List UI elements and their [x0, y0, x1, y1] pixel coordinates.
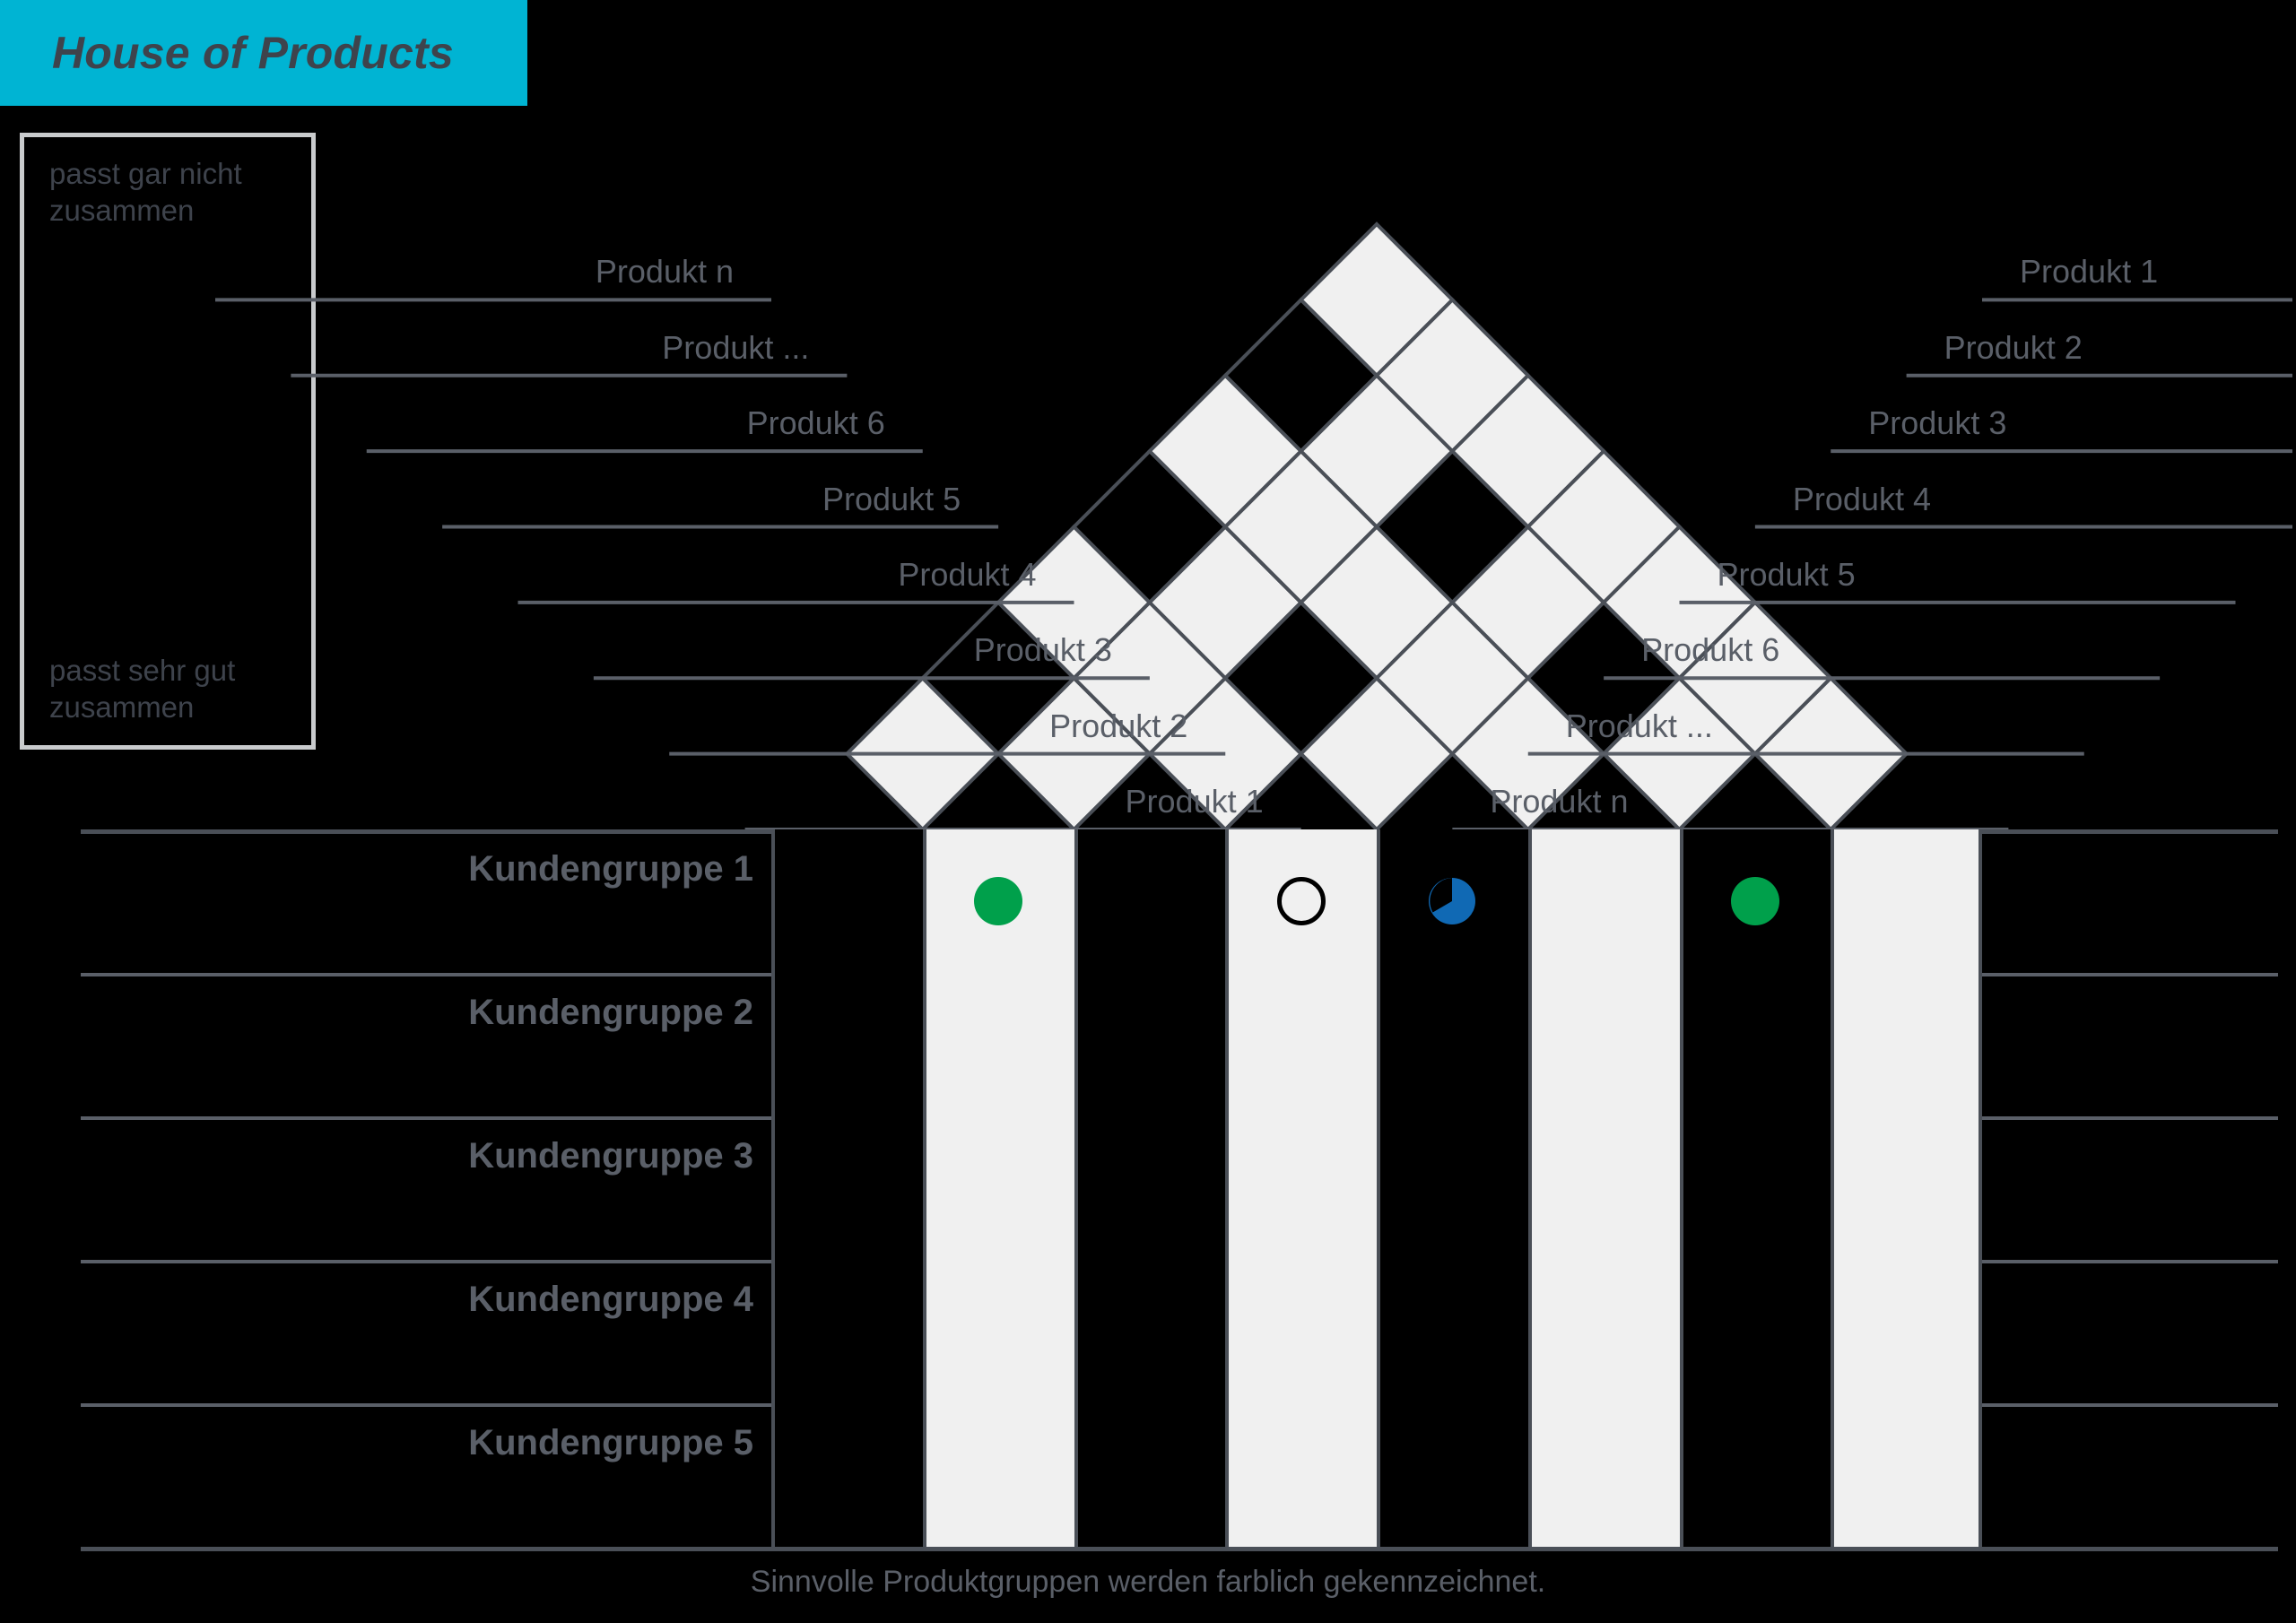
roof-cell[interactable] [1222, 448, 1379, 605]
roof-cell[interactable] [1449, 524, 1606, 681]
grid-vline-8 [1979, 829, 1982, 1547]
grid-vline-3 [1225, 829, 1230, 1547]
roof-label-right-5: Produkt 5 [1717, 555, 1856, 593]
roof-label-right-8: Produkt n [1490, 783, 1629, 820]
grid-vline-0 [771, 829, 775, 1547]
row-label-kundengruppe-5: Kundengruppe 5 [468, 1423, 753, 1462]
pie-circle-icon[interactable] [1427, 876, 1477, 926]
roof-label-right-3: Produkt 3 [1868, 404, 2007, 442]
roof-label-left-3: Produkt 6 [746, 404, 885, 442]
legend-top-label: passt gar nicht zusammen [49, 157, 242, 227]
roof-cells [844, 221, 1909, 832]
roof-cell[interactable] [1525, 448, 1683, 605]
grid-column-6[interactable] [1527, 829, 1680, 1547]
roof-cell[interactable] [1147, 372, 1304, 530]
grid-vline-4 [1377, 829, 1380, 1547]
roof-cell[interactable] [1374, 448, 1531, 605]
roof-cell[interactable] [1752, 675, 1909, 832]
row-label-kundengruppe-2: Kundengruppe 2 [468, 993, 753, 1032]
roof-cell[interactable] [1071, 448, 1229, 605]
grid-column-4[interactable] [1225, 829, 1377, 1547]
roof-cell[interactable] [1298, 221, 1456, 378]
roof-cell[interactable] [1298, 675, 1456, 832]
roof-label-left-1: Produkt n [595, 253, 734, 291]
roof-cell[interactable] [1374, 600, 1531, 757]
roof-cell[interactable] [1298, 524, 1456, 681]
open-circle-icon[interactable] [1276, 877, 1326, 925]
title-banner: House of Products [0, 0, 527, 106]
grid-column-2[interactable] [922, 829, 1074, 1547]
grid-hrule-5 [81, 1547, 2278, 1551]
page-title: House of Products [52, 28, 454, 78]
roof-label-left-7: Produkt 2 [1049, 707, 1188, 744]
roof-cell[interactable] [844, 675, 1001, 832]
roof-label-right-4: Produkt 4 [1792, 480, 1931, 517]
roof-cell[interactable] [1222, 600, 1379, 757]
grid-column-1[interactable] [771, 829, 923, 1547]
grid-column-7[interactable] [1679, 829, 1831, 1547]
caption: Sinnvolle Produktgruppen werden farblich… [750, 1565, 1546, 1599]
roof-cell[interactable] [1222, 297, 1379, 454]
row-label-kundengruppe-4: Kundengruppe 4 [468, 1280, 753, 1319]
grid-vline-2 [1074, 829, 1078, 1547]
grid-vline-1 [922, 829, 926, 1547]
row-label-kundengruppe-1: Kundengruppe 1 [468, 849, 753, 889]
roof-label-rules [215, 298, 2292, 831]
product-customer-grid [771, 829, 1982, 1547]
row-label-kundengruppe-3: Kundengruppe 3 [468, 1136, 753, 1176]
roof-cell[interactable] [1147, 524, 1304, 681]
roof-label-left-5: Produkt 4 [898, 555, 1037, 593]
roof-label-left-6: Produkt 3 [973, 631, 1112, 669]
roof-cell[interactable] [1374, 297, 1531, 454]
roof-label-right-7: Produkt ... [1565, 707, 1713, 744]
roof-label-right-1: Produkt 1 [2020, 253, 2159, 291]
grid-vline-6 [1679, 829, 1683, 1547]
roof-label-right-6: Produkt 6 [1641, 631, 1780, 669]
roof-label-left-2: Produkt ... [662, 328, 810, 366]
roof-label-left-4: Produkt 5 [822, 480, 961, 517]
roof-cell[interactable] [1449, 372, 1606, 530]
roof-label-left-8: Produkt 1 [1125, 783, 1264, 820]
grid-column-3[interactable] [1074, 829, 1226, 1547]
grid-vline-5 [1527, 829, 1532, 1547]
legend-box: passt gar nicht zusammen passt sehr gut … [20, 133, 316, 750]
grid-column-8[interactable] [1831, 829, 1982, 1547]
grid-column-5[interactable] [1377, 829, 1528, 1547]
roof-label-right-2: Produkt 2 [1944, 328, 2083, 366]
roof-cell[interactable] [1298, 372, 1456, 530]
filled-circle-icon[interactable] [974, 877, 1023, 925]
legend-bottom-label: passt sehr gut zusammen [49, 654, 236, 724]
grid-vline-7 [1831, 829, 1835, 1547]
filled-circle-icon[interactable] [1730, 877, 1779, 925]
